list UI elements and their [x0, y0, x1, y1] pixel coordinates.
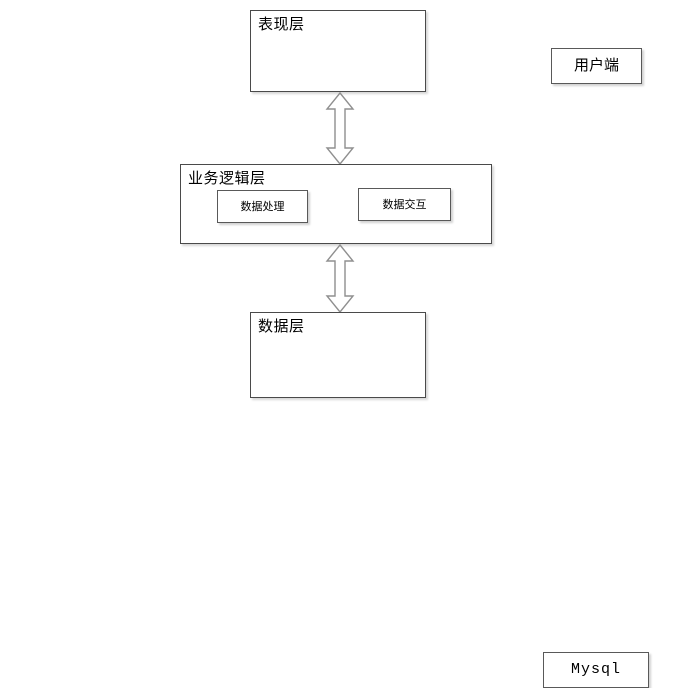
node-label-data-exchange: 数据交互 [382, 198, 427, 211]
node-box-client[interactable]: 用户端 [551, 48, 642, 84]
node-label-mysql: Mysql [570, 661, 621, 678]
double-headed-arrow-icon [325, 92, 355, 165]
layer-title-presentation: 表现层 [258, 16, 305, 33]
node-box-data-process[interactable]: 数据处理 [217, 190, 308, 223]
node-box-data-exchange[interactable]: 数据交互 [358, 188, 451, 221]
diagram-canvas: 表现层 用户端 业务逻辑层 数据处理 数据交互 数据层 Mysql [180, 10, 649, 688]
connector-business-data-arrow [325, 244, 355, 313]
layer-title-data: 数据层 [258, 318, 305, 335]
layer-box-data[interactable]: 数据层 Mysql [250, 312, 649, 688]
node-label-client: 用户端 [573, 57, 619, 74]
double-headed-arrow-icon [325, 244, 355, 313]
node-label-data-process: 数据处理 [240, 200, 285, 213]
layer-title-business: 业务逻辑层 [188, 170, 266, 187]
node-box-mysql[interactable]: Mysql [543, 652, 649, 688]
connector-presentation-business-arrow [325, 92, 355, 165]
layer-box-presentation[interactable]: 表现层 用户端 [250, 10, 642, 92]
